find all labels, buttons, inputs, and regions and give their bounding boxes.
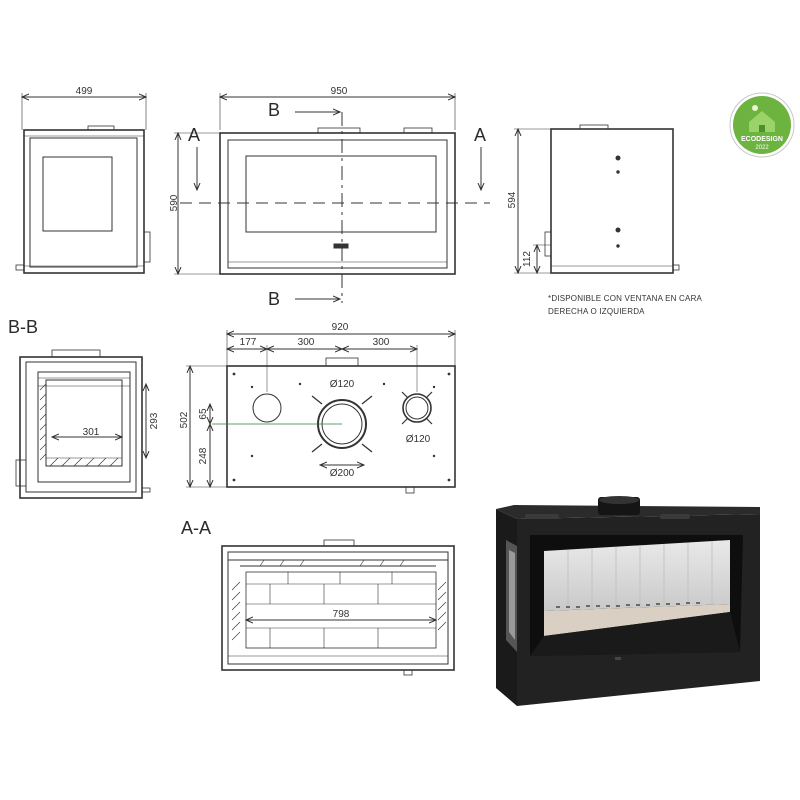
cut-label-a-left: A — [188, 125, 200, 145]
availability-note: *DISPONIBLE CON VENTANA EN CARA DERECHA … — [548, 292, 748, 318]
dim-spacing-2: 300 — [373, 337, 390, 348]
badge-title: ECODESIGN — [741, 136, 783, 143]
availability-note-line-2: DERECHA O IZQUIERDA — [548, 307, 645, 316]
side-view — [15, 93, 151, 274]
section-b-b — [15, 349, 151, 499]
dim-depth: 502 — [179, 411, 190, 428]
dim-flue-small-right: Ø120 — [406, 434, 431, 445]
section-b-b-title: B-B — [8, 317, 38, 337]
dim-side-width: 499 — [76, 86, 93, 97]
dim-offset-177: 177 — [240, 337, 257, 348]
dim-spacing-1: 300 — [298, 337, 315, 348]
dim-flue-small-left: Ø120 — [330, 379, 355, 390]
ecodesign-badge: ECODESIGN 2022 — [729, 92, 795, 158]
cut-label-b-bottom: B — [268, 289, 280, 309]
dim-bb-width: 301 — [83, 427, 100, 438]
dim-height-back: 594 — [507, 191, 518, 208]
front-view — [174, 93, 490, 303]
cut-label-b-top: B — [268, 100, 280, 120]
availability-note-line-1: *DISPONIBLE CON VENTANA EN CARA — [548, 294, 703, 303]
top-view — [186, 330, 455, 494]
back-side-view — [514, 124, 680, 273]
dim-leg: 112 — [522, 251, 533, 267]
section-a-a-title: A-A — [181, 518, 211, 538]
dim-flue-main: Ø200 — [330, 468, 355, 479]
dim-offset-65: 65 — [198, 408, 209, 420]
cut-label-a-right: A — [474, 125, 486, 145]
badge-year: 2022 — [755, 145, 769, 151]
dim-offset-248: 248 — [198, 447, 209, 464]
dimension-labels: 499 950 590 594 112 920 177 300 300 502 … — [8, 86, 533, 620]
house-leaf-icon — [749, 105, 775, 132]
stove-illustration — [496, 496, 760, 706]
dim-aa-width: 798 — [333, 609, 350, 620]
dim-height-front: 590 — [169, 194, 180, 211]
dim-top-width: 920 — [332, 322, 349, 333]
dim-front-width: 950 — [331, 86, 348, 97]
section-a-a — [221, 539, 455, 676]
dim-bb-height: 293 — [149, 412, 160, 429]
